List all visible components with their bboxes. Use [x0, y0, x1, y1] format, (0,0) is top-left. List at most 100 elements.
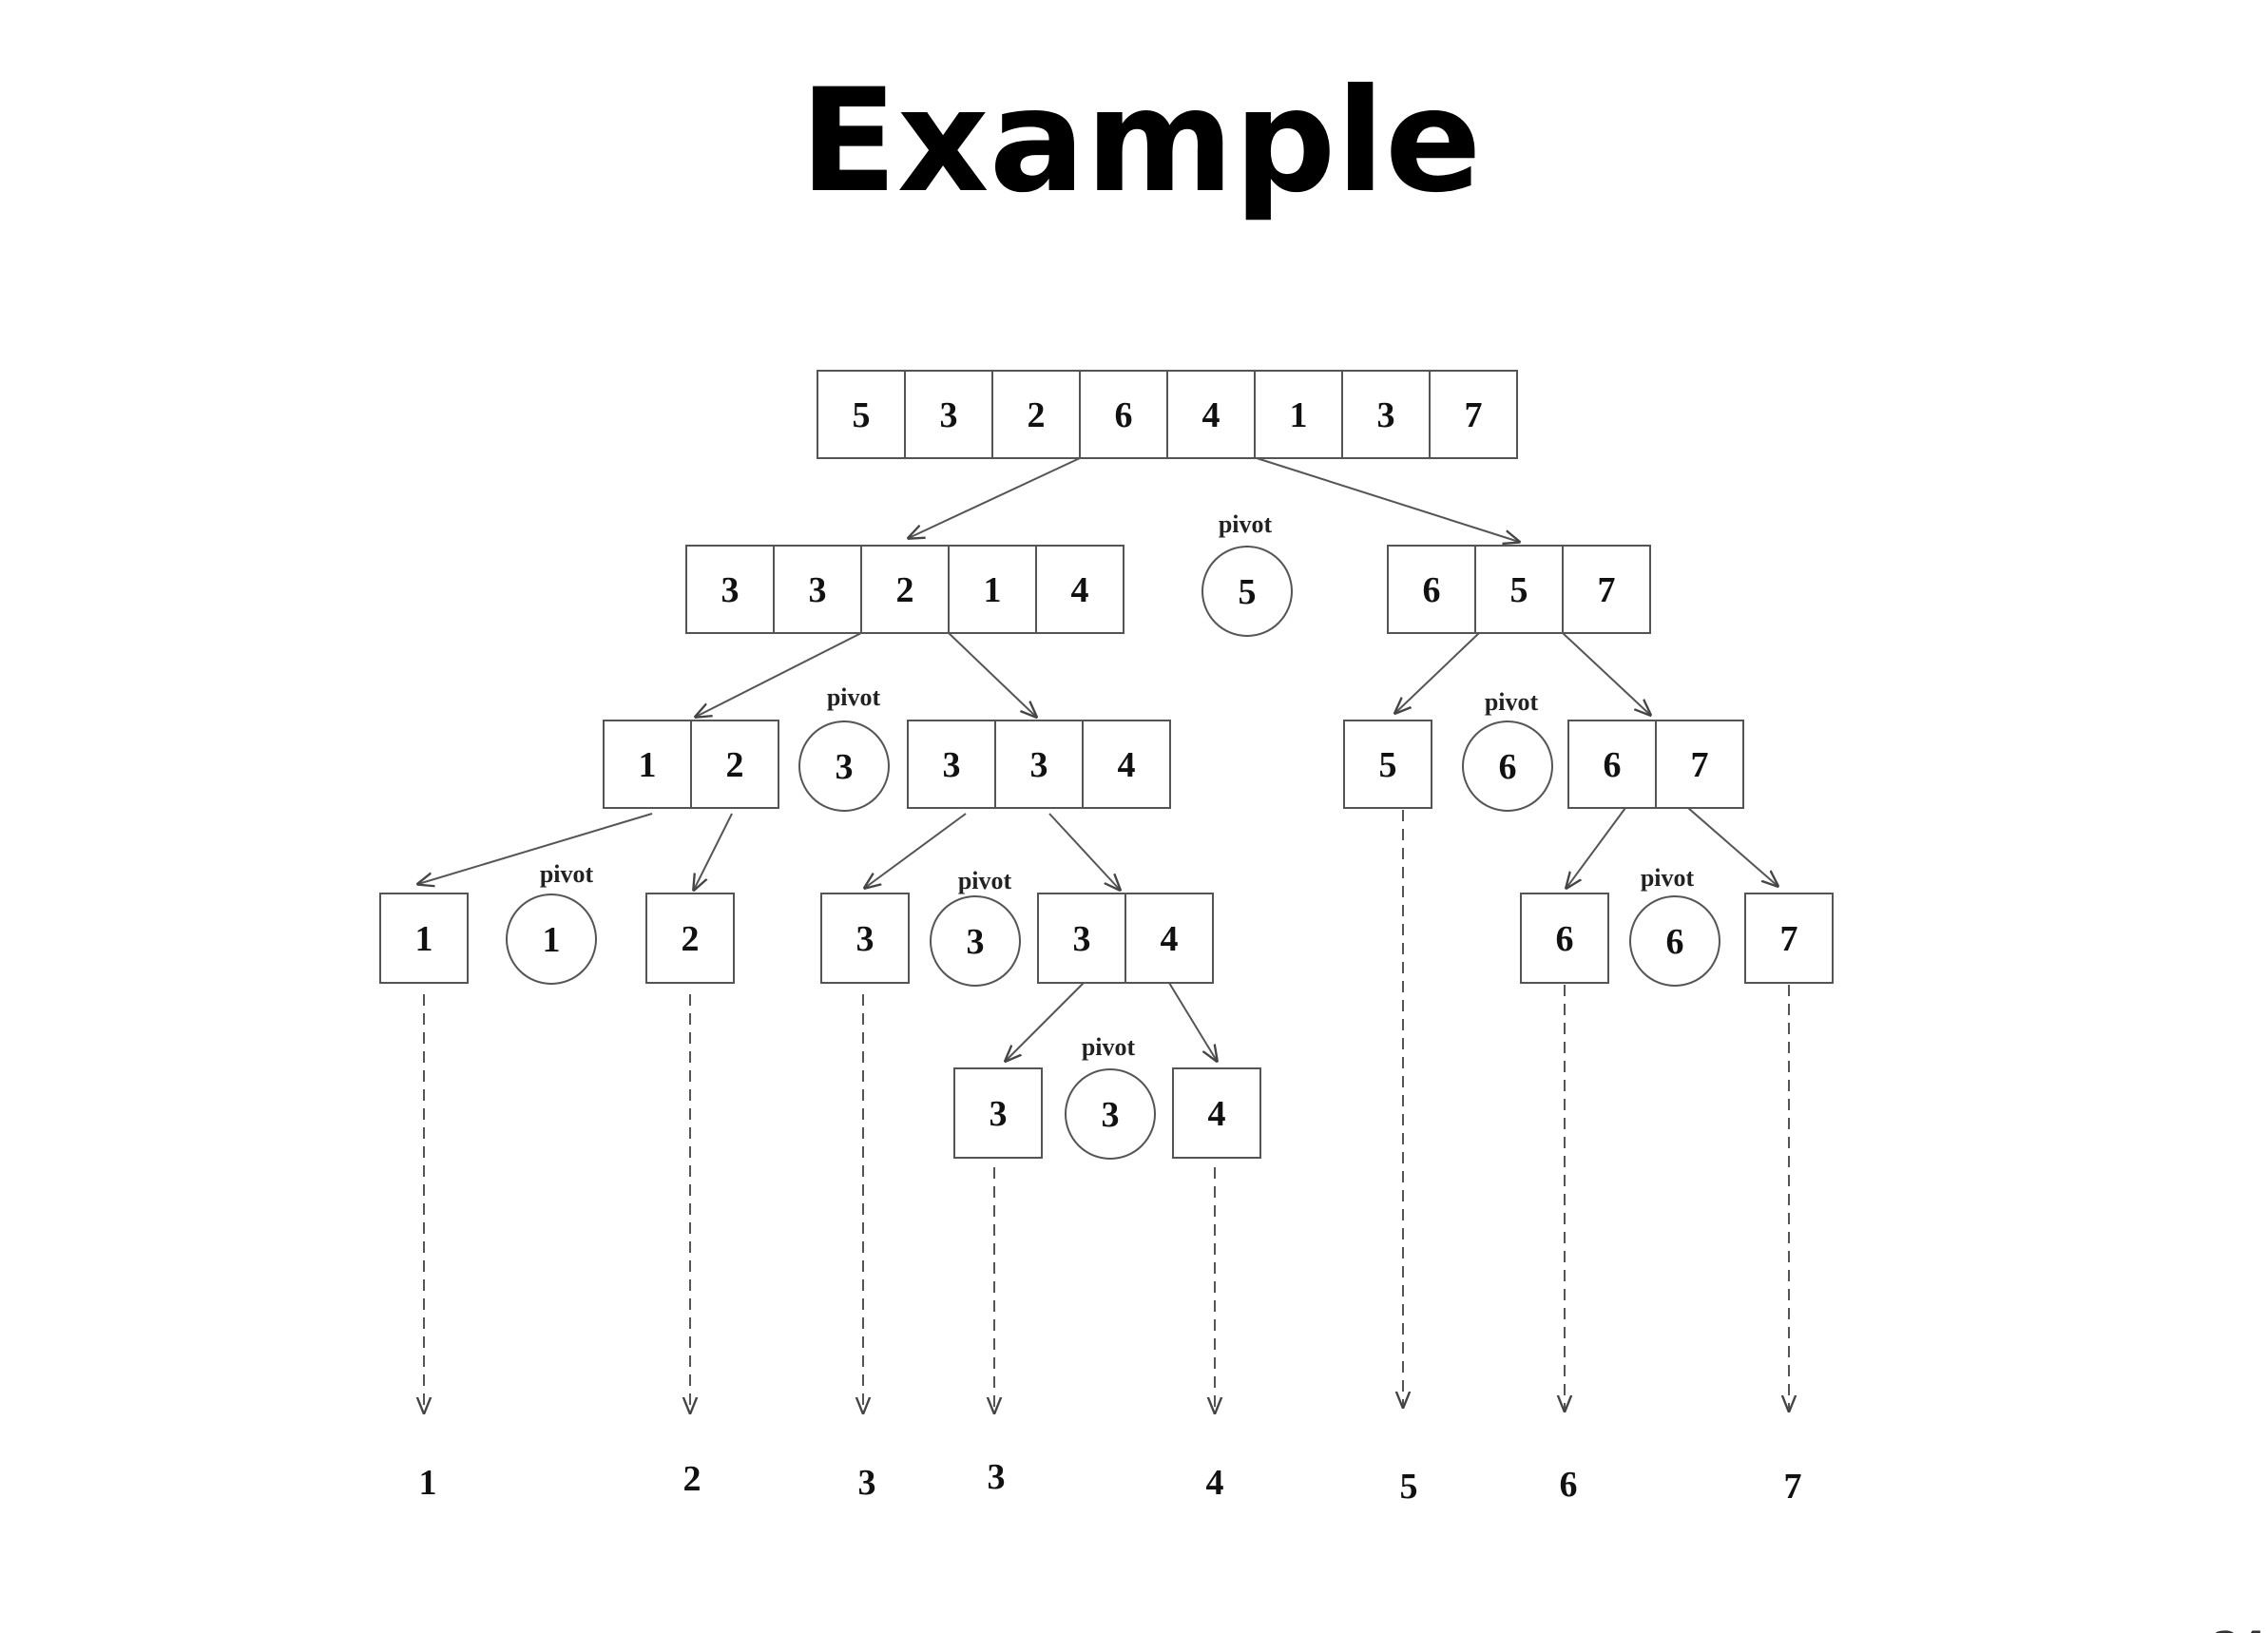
partition-arrow	[1048, 813, 1120, 890]
array-cell-value: 1	[639, 745, 657, 785]
tree-edges	[418, 457, 1789, 1412]
partition-arrow	[694, 813, 733, 890]
array-cell	[379, 893, 469, 984]
sorted-value: 7	[1784, 1467, 1802, 1507]
array-cell	[1172, 1067, 1261, 1159]
array-cell	[820, 893, 910, 984]
array-lrrl: 3	[953, 1067, 1043, 1159]
pivot-node: pivot 6	[1629, 864, 1720, 987]
partition-arrow	[909, 457, 1081, 538]
partition-arrow	[865, 813, 967, 888]
array-cell	[1429, 370, 1518, 459]
partition-arrow	[1395, 632, 1480, 713]
array-cell-value: 1	[1290, 395, 1308, 435]
pivot-label: pivot	[1641, 864, 1695, 892]
sorted-value: 4	[1206, 1463, 1224, 1503]
array-cell-value: 3	[1073, 919, 1091, 959]
partition-arrow	[1256, 457, 1519, 542]
array-cell	[907, 720, 996, 809]
array-cell	[1387, 545, 1476, 634]
array-cell	[860, 545, 950, 634]
array-cell	[1035, 545, 1124, 634]
slide-title: Example	[799, 59, 1481, 224]
array-cell	[904, 370, 993, 459]
array-cell-value: 3	[809, 570, 827, 610]
pivot-value: 5	[1239, 572, 1257, 612]
pivot-label: pivot	[1082, 1033, 1136, 1061]
array-cell-value: 7	[1598, 570, 1616, 610]
array-cell-value: 7	[1465, 395, 1483, 435]
pivot-node: pivot 3	[1065, 1033, 1156, 1160]
pivot-value: 3	[1102, 1095, 1120, 1135]
array-cell	[817, 370, 906, 459]
array-cell-value: 4	[1161, 919, 1179, 959]
array-cell-value: 6	[1556, 919, 1574, 959]
array-cell-value: 7	[1691, 745, 1709, 785]
pivot-circle	[506, 893, 597, 985]
array-cell-value: 2	[726, 745, 744, 785]
array-cell-value: 3	[856, 919, 875, 959]
array-cell-value: 4	[1118, 745, 1136, 785]
array-cell-value: 3	[1030, 745, 1048, 785]
pivot-node: pivot 5	[1201, 510, 1293, 637]
partition-arrow	[696, 632, 862, 717]
sorted-value: 2	[683, 1459, 702, 1499]
array-cell-value: 4	[1202, 395, 1220, 435]
partition-arrow	[948, 632, 1036, 717]
sorted-value: 5	[1400, 1467, 1418, 1507]
array-cell	[994, 720, 1084, 809]
partition-arrow	[1687, 807, 1778, 886]
partition-arrow	[418, 813, 653, 884]
pivot-value: 6	[1499, 747, 1517, 787]
array-cell-value: 2	[1028, 395, 1046, 435]
array-cell-value: 3	[940, 395, 958, 435]
array-cell	[1079, 370, 1168, 459]
pivot-label: pivot	[540, 860, 594, 888]
pivot-circle	[1201, 546, 1293, 637]
sorted-value: 6	[1560, 1465, 1578, 1505]
pivot-circle	[1629, 895, 1720, 987]
array-lrrr: 4	[1172, 1067, 1261, 1159]
array-lr: 3 3 4	[907, 720, 1171, 809]
array-cell-value: 3	[943, 745, 961, 785]
array-cell	[953, 1067, 1043, 1159]
array-cell	[1124, 893, 1214, 984]
pivot-value: 3	[836, 747, 854, 787]
array-cell	[1655, 720, 1744, 809]
partition-arrow	[1562, 632, 1650, 715]
pivot-circle	[1462, 720, 1553, 812]
array-cell-value: 1	[984, 570, 1002, 610]
pivot-label: pivot	[958, 867, 1012, 894]
pivot-label: pivot	[1219, 510, 1273, 538]
array-cell	[603, 720, 692, 809]
array-cell-value: 2	[896, 570, 914, 610]
array-cell	[1082, 720, 1171, 809]
partition-arrow	[1168, 982, 1217, 1061]
array-cell	[690, 720, 779, 809]
page-number: 24	[2213, 1624, 2266, 1633]
array-cell	[1744, 893, 1834, 984]
array-cell	[1343, 720, 1432, 809]
array-cell-value: 5	[1510, 570, 1528, 610]
array-rl: 5	[1343, 720, 1432, 809]
pivot-circle	[930, 895, 1021, 987]
array-rrr: 7	[1744, 893, 1834, 984]
array-cell-value: 2	[682, 919, 700, 959]
pivot-value: 6	[1666, 922, 1684, 962]
array-cell	[1166, 370, 1256, 459]
array-lll: 1	[379, 893, 469, 984]
sorted-value: 3	[988, 1457, 1006, 1497]
partition-arrow	[1566, 807, 1626, 888]
array-cell	[991, 370, 1081, 459]
